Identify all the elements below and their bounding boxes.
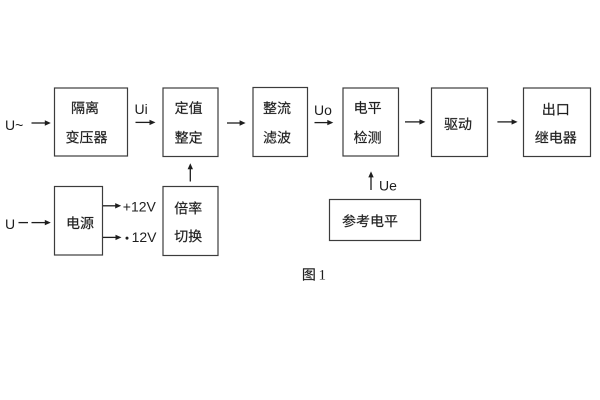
svg-text:Ue: Ue — [379, 178, 397, 194]
svg-text:1: 1 — [319, 268, 327, 284]
svg-text:Ui: Ui — [135, 101, 148, 117]
svg-text:12V: 12V — [132, 229, 158, 245]
svg-text:U: U — [5, 216, 15, 232]
svg-text:Uo: Uo — [314, 102, 332, 118]
svg-text:+12V: +12V — [123, 199, 157, 215]
svg-text:U~: U~ — [5, 117, 23, 133]
